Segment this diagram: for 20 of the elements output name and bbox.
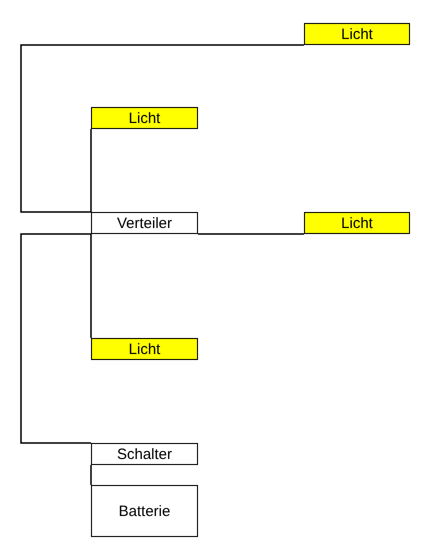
lamp-box [304, 212, 410, 234]
battery-box [91, 485, 198, 537]
node-label: Verteiler [116, 214, 172, 232]
wire-line [90, 129, 92, 212]
wire-line [90, 465, 92, 485]
node-label: Licht [341, 214, 373, 232]
wire-line [20, 44, 304, 213]
node-label: Schalter [116, 446, 172, 462]
switch-box [91, 443, 198, 465]
lamp-box [91, 338, 198, 360]
node-label: Licht [341, 26, 373, 42]
lamp-box [304, 23, 410, 45]
distributor-box [91, 212, 198, 234]
node-label: Batterie [118, 502, 170, 520]
wire-line [90, 234, 92, 338]
node-label: Licht [128, 110, 160, 126]
lamp-box [91, 107, 198, 129]
wire-line [198, 233, 304, 235]
node-label: Licht [128, 340, 160, 358]
wire-line [20, 233, 91, 444]
